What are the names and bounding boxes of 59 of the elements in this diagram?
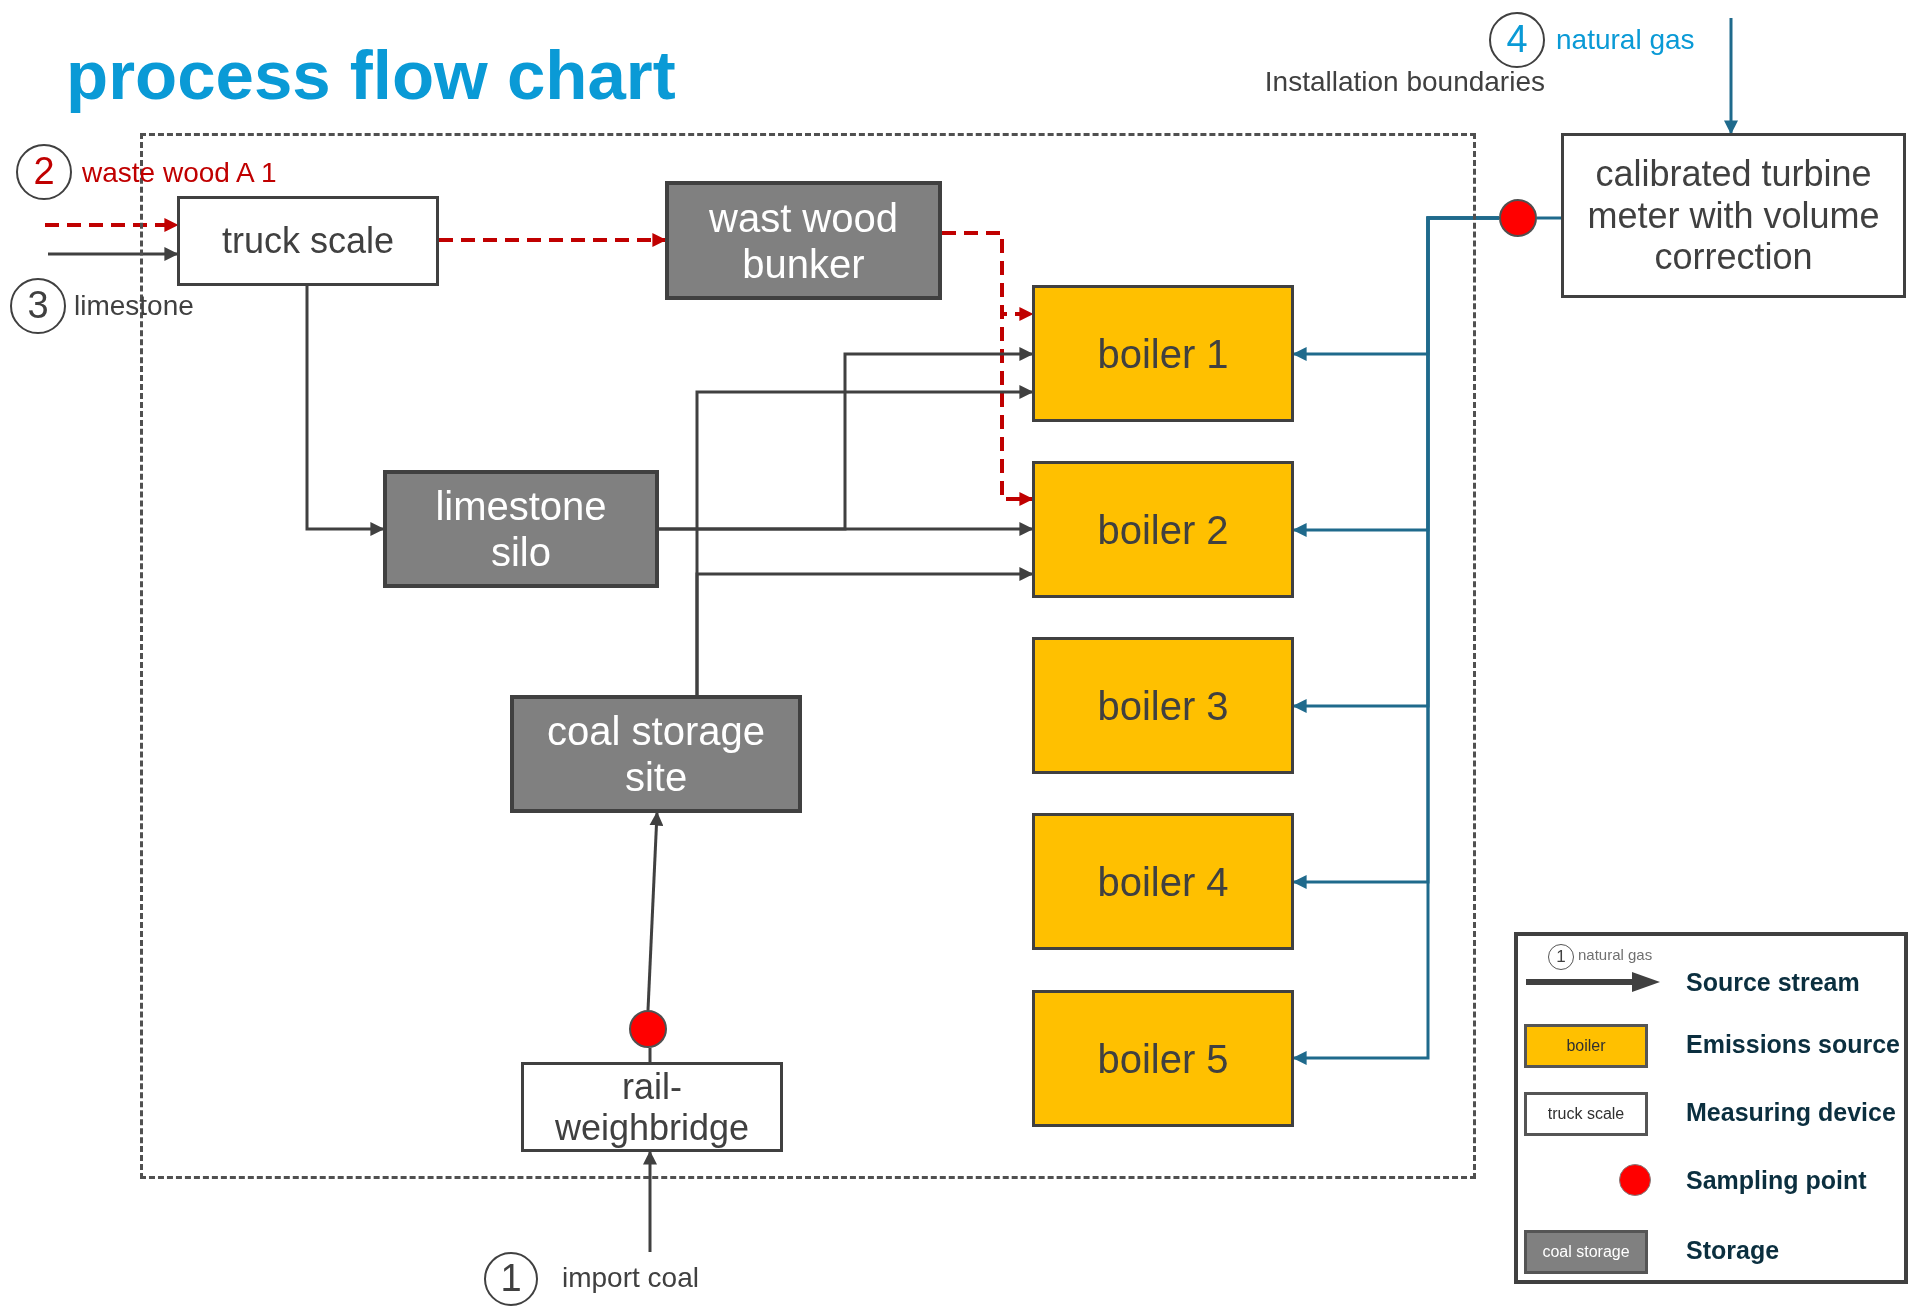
- boiler-box: [1032, 813, 1294, 950]
- chart-title: process flow chart: [66, 36, 676, 115]
- source-stream-label: natural gas: [1556, 24, 1695, 56]
- boiler-box: [1032, 285, 1294, 422]
- storage-box: [665, 181, 942, 300]
- measuring-device-box: [1561, 133, 1906, 298]
- legend-text: Source stream: [1686, 968, 1860, 997]
- source-stream-number: [484, 1252, 538, 1306]
- arrow: [942, 231, 1034, 506]
- legend-sample-text: boiler: [1566, 1037, 1606, 1055]
- sampling-point: [629, 1010, 667, 1048]
- source-stream-label: import coal: [562, 1262, 699, 1294]
- box-label: coal storage site: [546, 708, 766, 800]
- stream-number: 3: [26, 284, 50, 328]
- box-label: rail-weighbridge: [553, 1065, 751, 1149]
- box-label: limestone silo: [434, 483, 608, 575]
- arrow: [439, 233, 667, 247]
- storage-box: [510, 695, 802, 813]
- boiler-box: [1032, 637, 1294, 774]
- box-label: boiler 5: [1096, 1035, 1230, 1082]
- box-label: boiler 2: [1096, 506, 1230, 553]
- measuring-device-box: [177, 196, 439, 286]
- legend-sample-text: coal storage: [1542, 1243, 1630, 1261]
- measuring-device-box: [521, 1062, 783, 1152]
- legend-text: Measuring device: [1686, 1098, 1896, 1127]
- arrow: [695, 567, 1034, 695]
- box-label: wast wood bunker: [708, 194, 899, 287]
- box-label: boiler 3: [1096, 682, 1230, 729]
- box-label: calibrated turbine meter with volume correction: [1586, 153, 1881, 278]
- arrow: [1724, 18, 1738, 135]
- boiler-box: [1032, 990, 1294, 1127]
- arrow: [646, 811, 664, 1011]
- source-stream-number: [10, 278, 66, 334]
- arrow: [659, 522, 1034, 536]
- boundary-label: Installation boundaries: [1264, 66, 1545, 98]
- stream-number: 2: [32, 150, 56, 194]
- legend-text: Emissions source: [1686, 1030, 1900, 1059]
- source-stream-number: [1489, 12, 1545, 68]
- stream-number: 1: [1548, 944, 1574, 970]
- source-stream-label: limestone: [74, 290, 194, 322]
- legend-text: Storage: [1686, 1236, 1780, 1265]
- source-stream-label: waste wood A 1: [82, 157, 277, 189]
- box-label: truck scale: [220, 220, 396, 262]
- sampling-point: [1499, 199, 1537, 237]
- box-label: boiler 4: [1096, 858, 1230, 905]
- stream-number: 1: [499, 1257, 523, 1301]
- source-stream-number: [16, 144, 72, 200]
- arrow: [643, 1150, 657, 1252]
- storage-box: [383, 470, 659, 588]
- stream-number: 4: [1505, 18, 1529, 62]
- legend-text: Sampling point: [1686, 1166, 1867, 1195]
- box-label: boiler 1: [1096, 330, 1230, 377]
- arrow: [45, 218, 179, 232]
- arrow: [1292, 216, 1499, 1065]
- arrow: [48, 247, 179, 261]
- legend-sample-text: truck scale: [1547, 1105, 1625, 1123]
- legend-sample-text: natural gas: [1578, 946, 1653, 963]
- boiler-box: [1032, 461, 1294, 598]
- arrow: [305, 286, 385, 536]
